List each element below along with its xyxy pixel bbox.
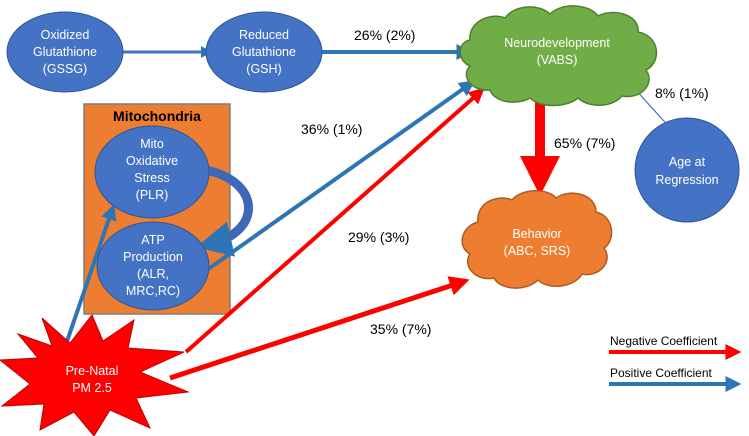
mitochondria-title: Mitochondria <box>113 108 201 124</box>
pm-line-2: PM 2.5 <box>72 381 112 395</box>
label-neuro-behavior: 65% (7%) <box>554 135 615 151</box>
pm-line-1: Pre-Natal <box>66 364 119 378</box>
atp-line-1: ATP <box>141 233 164 247</box>
label-pm-neuro: 29% (3%) <box>348 229 409 245</box>
edge-labels: 26% (2%) 8% (1%) 36% (1%) 65% (7%) 29% (… <box>301 27 709 337</box>
legend-negative-label: Negative Coefficient <box>610 334 718 348</box>
gssg-line-3: (GSSG) <box>43 62 87 76</box>
label-atp-neuro: 36% (1%) <box>301 121 362 137</box>
label-pm-behavior: 35% (7%) <box>370 321 431 337</box>
atp-line-4: MRC,RC) <box>126 284 180 298</box>
node-neurodevelopment: Neurodevelopment (VABS) <box>459 5 658 107</box>
mito-stress-line-4: (PLR) <box>136 188 169 202</box>
behavior-line-2: (ABC, SRS) <box>504 244 571 258</box>
label-gsh-neuro: 26% (2%) <box>354 27 415 43</box>
atp-line-2: Production <box>123 250 183 264</box>
neuro-line-1: Neurodevelopment <box>504 36 610 50</box>
gsh-line-1: Reduced <box>239 28 289 42</box>
mito-stress-line-3: Stress <box>134 171 169 185</box>
node-mito-oxidative-stress: Mito Oxidative Stress (PLR) <box>94 125 210 219</box>
edges <box>60 44 673 381</box>
neuro-line-2: (VABS) <box>537 53 578 67</box>
legend: Negative Coefficient Positive Coefficien… <box>609 334 742 392</box>
mito-stress-line-2: Oxidative <box>126 154 178 168</box>
label-age-neuro: 8% (1%) <box>655 85 709 101</box>
node-gssg: Oxidized Glutathione (GSSG) <box>6 11 124 93</box>
node-prenatal-pm25: Pre-Natal PM 2.5 <box>0 314 190 436</box>
node-gsh: Reduced Glutathione (GSH) <box>205 11 323 93</box>
gsh-line-2: Glutathione <box>232 45 296 59</box>
legend-positive-label: Positive Coefficient <box>610 366 712 380</box>
behavior-line-1: Behavior <box>512 227 561 241</box>
node-behavior: Behavior (ABC, SRS) <box>461 190 613 289</box>
age-line-1: Age at <box>669 155 706 169</box>
age-line-2: Regression <box>655 173 718 187</box>
gssg-line-2: Glutathione <box>33 45 97 59</box>
edge-pm-mito-stress <box>60 203 117 357</box>
edge-mito-atp-curve <box>195 165 253 257</box>
edge-pm-behavior <box>169 276 470 381</box>
gssg-line-1: Oxidized <box>41 28 90 42</box>
mito-stress-line-1: Mito <box>140 137 164 151</box>
atp-line-3: (ALR, <box>137 267 169 281</box>
edge-atp-neuro <box>205 80 476 272</box>
node-age-at-regression: Age at Regression <box>634 117 740 223</box>
edge-pm-neuro <box>184 87 485 354</box>
node-atp-production: ATP Production (ALR, MRC,RC) <box>96 221 210 311</box>
gsh-line-3: (GSH) <box>246 62 281 76</box>
